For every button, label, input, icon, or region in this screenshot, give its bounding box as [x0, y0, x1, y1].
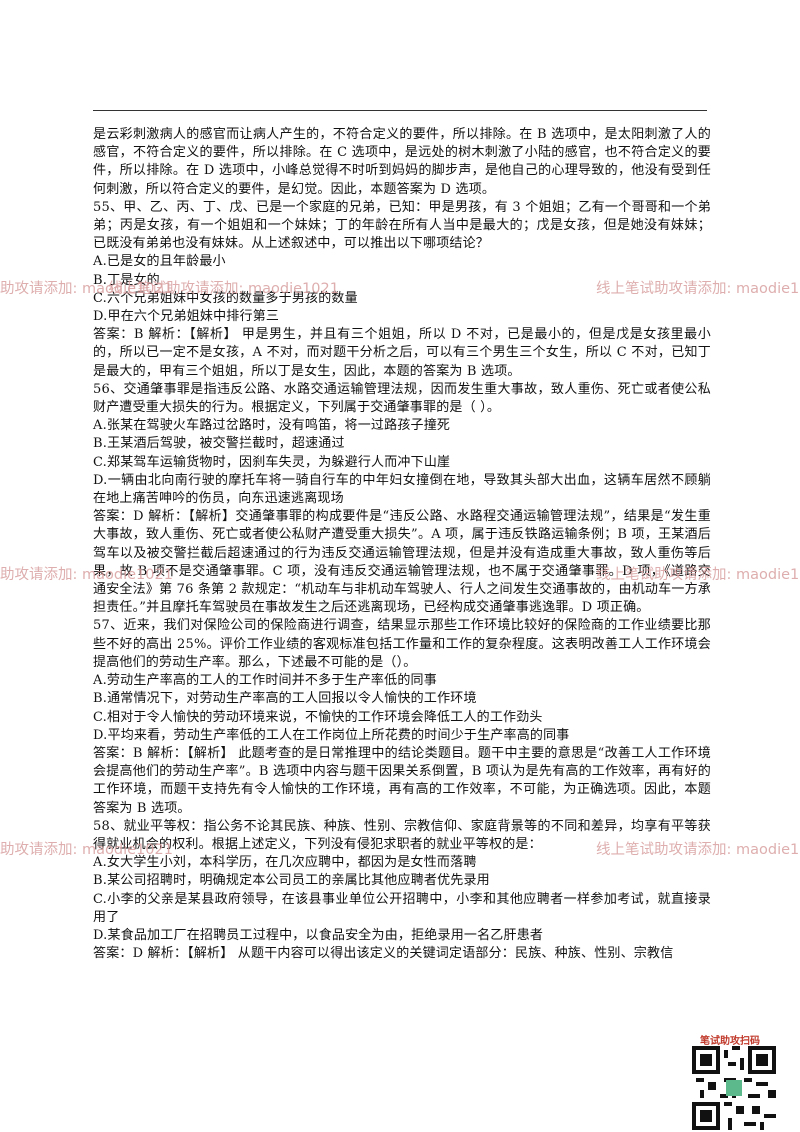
header-rule — [93, 110, 707, 111]
option-d: D.一辆由北向南行驶的摩托车将一骑自行车的中年妇女撞倒在地，导致其头部大出血，这… — [93, 472, 711, 507]
option-b: B.某公司招聘时，明确规定本公司员工的亲属比其他应聘者优先录用 — [93, 873, 490, 889]
answer-57: 答案：B 解析：【解析】 此题考查的是日常推理中的结论类题目。题干中主要的意思是… — [93, 745, 711, 816]
option-c: C.郑某驾车运输货物时，因刹车失灵，为躲避行人而冲下山崖 — [93, 454, 451, 470]
watermark-left: 助攻请添加: maodie1021 — [0, 567, 173, 583]
option-d: D.某食品加工厂在招聘员工过程中，以食品安全为由，拒绝录用一名乙肝患者 — [93, 927, 544, 943]
watermark-left: 助攻请添加: maodie1021 — [0, 842, 173, 858]
option-d: D.甲在六个兄弟姐妹中排行第三 — [93, 309, 280, 325]
option-a: A.劳动生产率高的工人的工作时间并不多于生产率低的同事 — [93, 673, 437, 689]
paragraph: 是云彩刺激病人的感官而让病人产生的，不符合定义的要件，所以排除。在 B 选项中，… — [93, 127, 711, 197]
option-d: D.平均来看，劳动生产率低的工人在工作岗位上所花费的时间少于生产率高的同事 — [93, 727, 570, 743]
document-body: 是云彩刺激病人的感官而让病人产生的，不符合定义的要件，所以排除。在 B 选项中，… — [93, 126, 711, 963]
watermark-right: 线上笔试助攻请添加: maodie1021 — [596, 842, 800, 858]
option-b: B.王某酒后驾驶，被交警拦截时，超速通过 — [93, 436, 345, 452]
question-56: 56、交通肇事罪是指违反公路、水路交通运输管理法规，因而发生重大事故，致人重伤、… — [93, 381, 711, 416]
answer-56: 答案：D 解析：【解析】交通肇事罪的构成要件是“违反公路、水路程交通运输管理法规… — [93, 509, 711, 616]
watermark-right: 线上笔试助攻请添加: maodie1021 — [596, 281, 800, 297]
question-55: 55、甲、乙、丙、丁、戊、已是一个家庭的兄弟，已知：甲是男孩，有 3 个姐姐；乙… — [93, 199, 711, 252]
option-a: A.女大学生小刘，本科学历，在几次应聘中，都因为是女性而落聘 — [93, 855, 477, 871]
answer-58: 答案：D 解析：【解析】 从题干内容可以得出该定义的关键词定语部分：民族、种族、… — [93, 946, 674, 962]
option-c: C.六个兄弟姐妹中女孩的数量多于男孩的数量 — [93, 290, 358, 306]
qr-caption: 笔试助攻扫码 — [700, 1036, 760, 1047]
answer-55: 答案：B 解析：【解析】 甲是男生，并且有三个姐姐，所以 D 不对，已是最小的，… — [93, 327, 711, 379]
watermark-left: 助攻请添加: maodie1021 — [0, 281, 173, 297]
option-c: C.小李的父亲是某县政府领导，在该县事业单位公开招聘中，小李和其他应聘者一样参加… — [93, 891, 711, 925]
option-a: A.已是女的且年龄最小 — [93, 254, 226, 270]
watermark-mid: 线上笔试助攻请添加: maodie1021 — [108, 281, 339, 297]
watermark-right: 线上笔试助攻请添加: maodie1021 — [596, 567, 800, 583]
option-b: B.通常情况下，对劳动生产率高的工人回报以令人愉快的工作环境 — [93, 691, 477, 707]
option-b: B.丁是女的 — [93, 272, 160, 288]
question-57: 57、近来，我们对保险公司的保险商进行调查，结果显示那些工作环境比较好的保险商的… — [93, 618, 711, 670]
option-a: A.张某在驾驶火车路过岔路时，没有鸣笛，将一过路孩子撞死 — [93, 418, 451, 434]
qr-code-icon — [692, 1046, 776, 1130]
question-58: 58、就业平等权：指公务不论其民族、种族、性别、宗教信仰、家庭背景等的不同和差异… — [93, 818, 711, 852]
option-c: C.相对于令人愉快的劳动环境来说，不愉快的工作环境会降低工人的工作劲头 — [93, 709, 543, 725]
